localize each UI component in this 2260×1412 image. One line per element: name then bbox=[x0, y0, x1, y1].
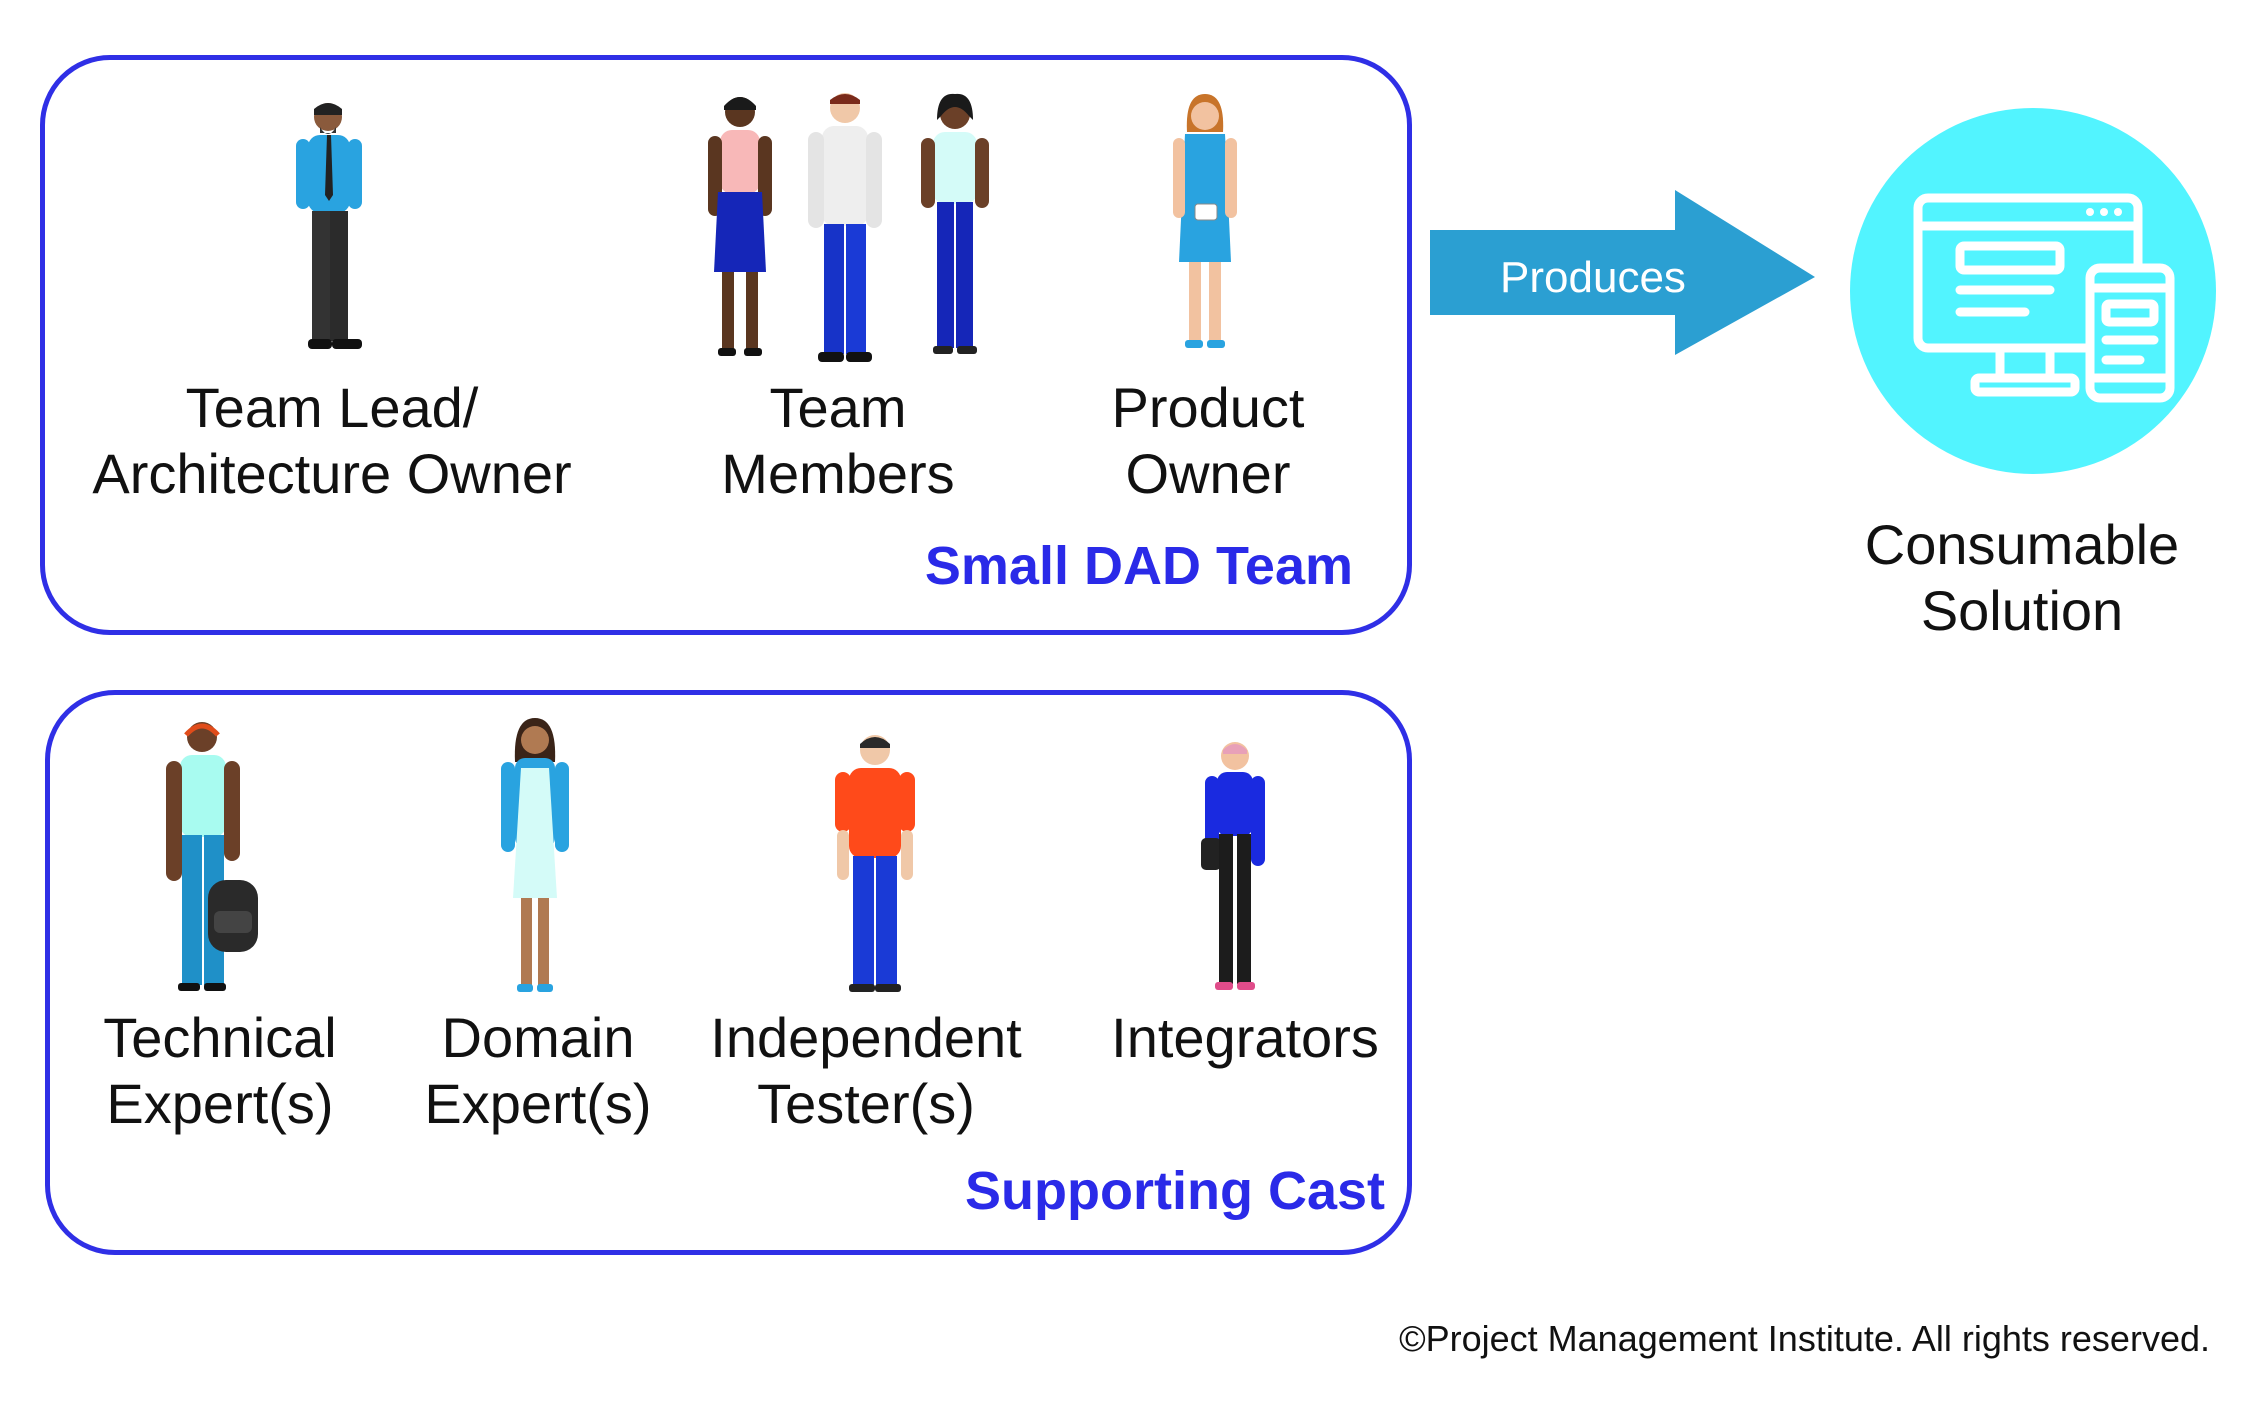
copyright-notice: ©Project Management Institute. All right… bbox=[1399, 1318, 2210, 1359]
role-label-product-owner: Product Owner bbox=[1112, 375, 1305, 507]
domain-expert-figure-icon bbox=[495, 718, 575, 1003]
desktop-and-mobile-screens-icon bbox=[1913, 193, 2175, 403]
consumable-solution-circle bbox=[1850, 108, 2216, 474]
role-label-team-members: Team Members bbox=[721, 375, 954, 507]
role-label-line2: Members bbox=[721, 442, 955, 505]
supporting-cast-box bbox=[45, 690, 1412, 1255]
role-label-line1: Product bbox=[1111, 376, 1305, 439]
role-label-domain-expert: Domain Expert(s) bbox=[424, 1005, 651, 1137]
independent-tester-figure-icon bbox=[825, 730, 925, 1000]
solution-label-line2: Solution bbox=[1920, 579, 2124, 642]
produces-label: Produces bbox=[1500, 253, 1686, 302]
small-dad-team-title: Small DAD Team bbox=[924, 536, 1353, 596]
technical-expert-figure-icon bbox=[150, 715, 270, 1000]
product-owner-figure-icon bbox=[1165, 92, 1245, 357]
team-member-2-figure-icon bbox=[800, 88, 890, 368]
role-label-line1: Domain bbox=[441, 1006, 635, 1069]
team-lead-figure-icon bbox=[280, 95, 380, 355]
produces-arrow-icon bbox=[1430, 190, 1815, 355]
team-member-1-figure-icon bbox=[700, 92, 780, 362]
role-label-line1: Technical bbox=[103, 1006, 337, 1069]
role-label-line2: Architecture Owner bbox=[92, 442, 572, 505]
team-member-3-figure-icon bbox=[915, 92, 995, 362]
small-dad-team-box bbox=[40, 55, 1412, 635]
role-label-team-lead: Team Lead/ Architecture Owner bbox=[92, 375, 571, 507]
role-label-line1: Team Lead/ bbox=[185, 376, 479, 439]
role-label-line1: Integrators bbox=[1111, 1006, 1379, 1069]
role-label-independent-tester: Independent Tester(s) bbox=[710, 1005, 1021, 1137]
solution-label-line1: Consumable bbox=[1864, 513, 2180, 576]
role-label-line2: Expert(s) bbox=[106, 1072, 334, 1135]
integrator-figure-icon bbox=[1195, 738, 1275, 1003]
consumable-solution-label: Consumable Solution bbox=[1865, 512, 2179, 644]
role-label-line2: Owner bbox=[1125, 442, 1291, 505]
role-label-integrators: Integrators bbox=[1111, 1005, 1379, 1071]
role-label-line2: Tester(s) bbox=[757, 1072, 975, 1135]
role-label-technical-expert: Technical Expert(s) bbox=[103, 1005, 336, 1137]
role-label-line1: Team bbox=[769, 376, 907, 439]
role-label-line2: Expert(s) bbox=[424, 1072, 652, 1135]
role-label-line1: Independent bbox=[710, 1006, 1022, 1069]
supporting-cast-title: Supporting Cast bbox=[965, 1161, 1385, 1221]
